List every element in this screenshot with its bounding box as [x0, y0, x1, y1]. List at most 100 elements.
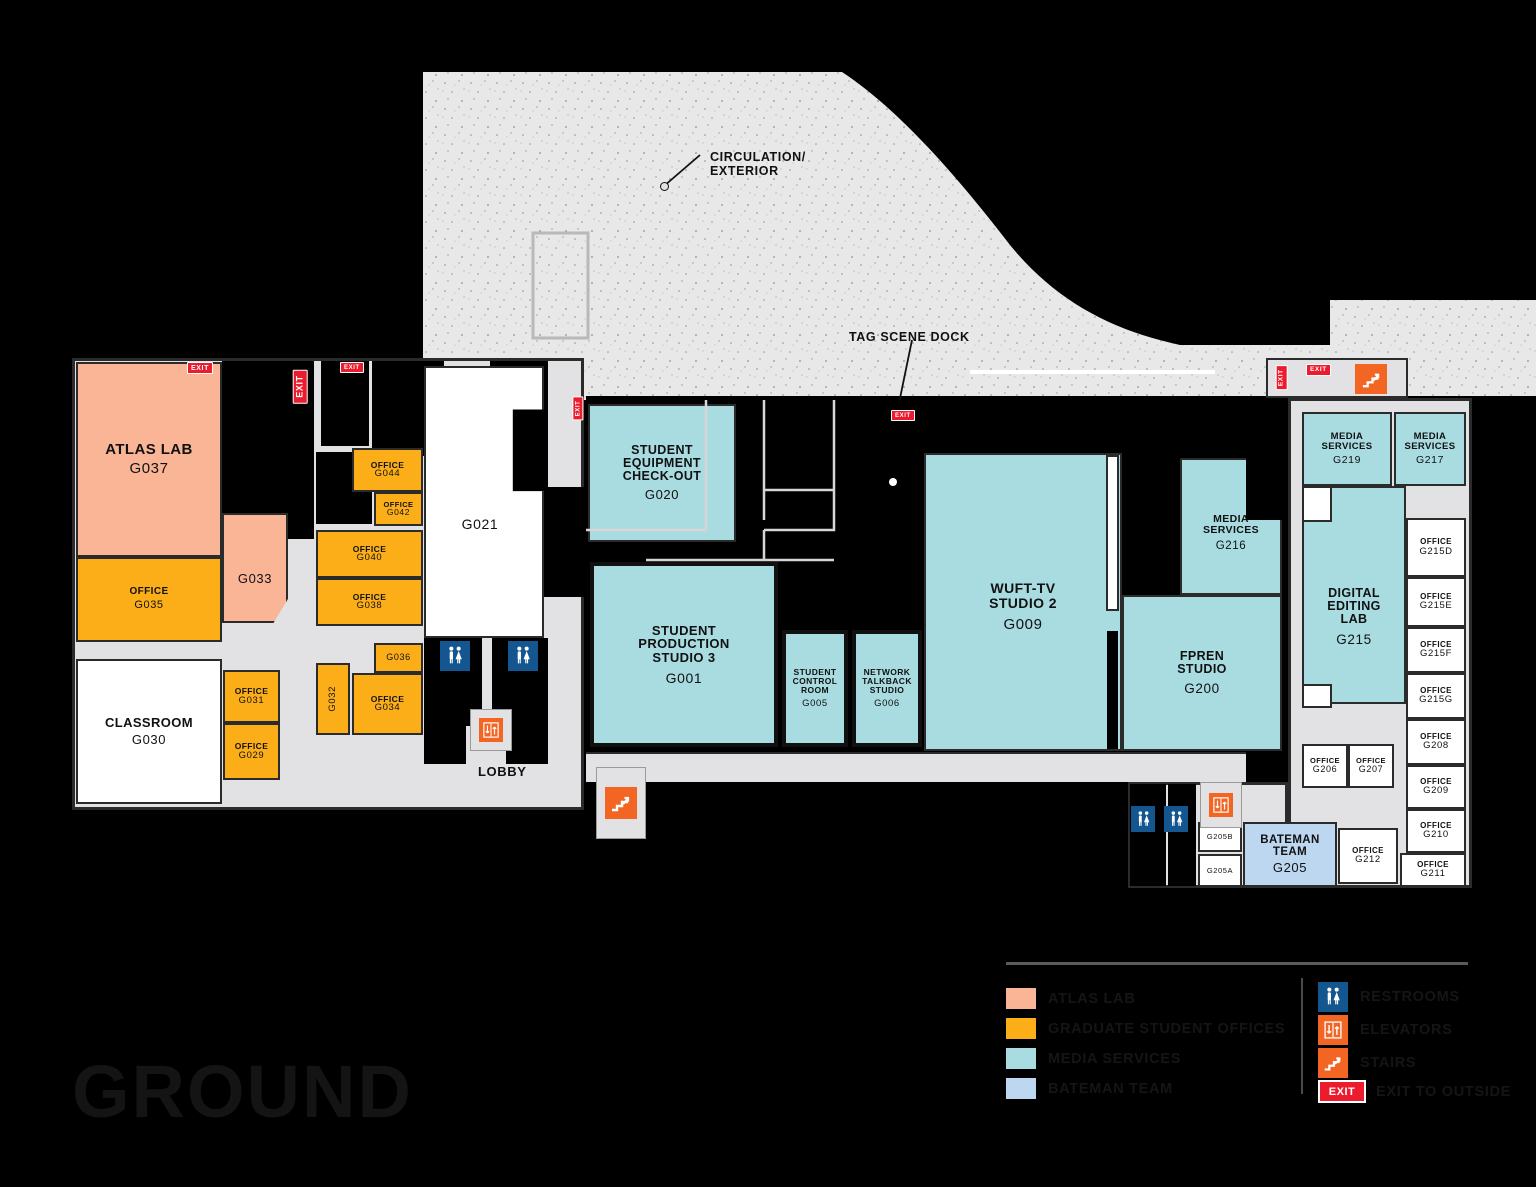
legend-label: RESTROOMS — [1360, 989, 1460, 1005]
room-g212[interactable]: OFFICE G212 — [1338, 828, 1398, 884]
room-g021[interactable]: G021 — [424, 366, 544, 638]
room-name: OFFICE — [383, 499, 414, 509]
room-g034[interactable]: OFFICE G034 — [352, 673, 423, 735]
room-number: G037 — [129, 460, 169, 477]
room-number: G044 — [374, 468, 401, 480]
room-g038[interactable]: OFFICE G038 — [316, 578, 423, 626]
room-number: G215 — [1336, 631, 1372, 647]
room-g030[interactable]: CLASSROOM G030 — [76, 659, 222, 804]
main-bottom-corridor — [586, 752, 1246, 782]
room-name: OFFICE — [352, 591, 387, 602]
room-g005[interactable]: STUDENT CONTROL ROOM G005 — [782, 630, 848, 747]
elevator-icon — [1318, 1015, 1348, 1045]
room-name: OFFICE — [370, 693, 405, 704]
room-g200[interactable]: FPREN STUDIO G200 — [1122, 595, 1282, 751]
core-black-g216-notch — [1246, 458, 1282, 520]
room-g033[interactable]: G033 — [222, 513, 288, 623]
stairs-marker-lobby[interactable] — [596, 767, 646, 839]
room-g036[interactable]: G036 — [374, 643, 423, 673]
room-g208[interactable]: OFFICE G208 — [1406, 719, 1466, 765]
room-g006[interactable]: NETWORK TALKBACK STUDIO G006 — [852, 630, 922, 747]
stairs-marker-right[interactable] — [1355, 364, 1387, 394]
restroom-glyph — [449, 646, 462, 664]
room-number: G205A — [1206, 865, 1234, 875]
room-name: OFFICE — [1420, 639, 1452, 649]
room-g205a[interactable]: G205A — [1198, 854, 1242, 887]
restroom-glyph — [1327, 987, 1340, 1005]
restroom-glyph — [1171, 810, 1182, 826]
exit-sign-right-vertical: EXIT — [1275, 365, 1288, 391]
room-name: MEDIA SERVICES — [1202, 513, 1260, 537]
room-g031[interactable]: OFFICE G031 — [223, 670, 280, 723]
legend-divider — [1301, 978, 1303, 1094]
legend-swatch-row: BATEMAN TEAM — [1006, 1078, 1173, 1099]
room-number: G216 — [1215, 540, 1247, 553]
room-name: OFFICE — [352, 543, 387, 554]
room-number: G206 — [1312, 764, 1338, 775]
restroom-icon-lower-left[interactable] — [1131, 806, 1155, 832]
room-atlas-lab[interactable]: ATLAS LAB G037 — [76, 362, 222, 557]
room-number: G205 — [1272, 860, 1308, 876]
room-g215f[interactable]: OFFICE G215F — [1406, 627, 1466, 673]
room-g040[interactable]: OFFICE G040 — [316, 530, 423, 578]
service-core-left-b — [321, 361, 369, 446]
exit-sign-left-vertical: EXIT — [292, 369, 308, 404]
room-g217[interactable]: MEDIA SERVICES G217 — [1394, 412, 1466, 486]
room-name: OFFICE — [1310, 756, 1340, 766]
room-number: G009 — [1003, 615, 1043, 633]
restroom-icon-right[interactable] — [508, 641, 538, 671]
label-circulation-exterior: CIRCULATION/ EXTERIOR — [710, 150, 806, 179]
room-name: CLASSROOM — [104, 715, 194, 731]
room-g032[interactable]: G032 — [316, 663, 350, 735]
room-g035[interactable]: OFFICE G035 — [76, 557, 222, 642]
room-g211[interactable]: OFFICE G211 — [1400, 853, 1466, 887]
legend-swatch-atlas — [1006, 988, 1036, 1009]
elevator-marker-right[interactable] — [1200, 782, 1242, 828]
room-name: MEDIA SERVICES — [1404, 431, 1456, 452]
legend-label: ELEVATORS — [1360, 1022, 1453, 1038]
exit-sign-left-corr: EXIT — [340, 362, 364, 373]
room-g215[interactable]: DIGITAL EDITING LAB G215 — [1302, 486, 1406, 704]
room-g215d[interactable]: OFFICE G215D — [1406, 518, 1466, 577]
exit-sign-right: EXIT — [1306, 364, 1331, 376]
room-g215g[interactable]: OFFICE G215G — [1406, 673, 1466, 719]
restroom-glyph — [1138, 810, 1149, 826]
restroom-icon-lower-right[interactable] — [1164, 806, 1188, 832]
legend-swatch-bateman — [1006, 1078, 1036, 1099]
elevator-marker-lobby[interactable] — [470, 709, 512, 751]
room-number: G031 — [238, 694, 265, 706]
room-name: MEDIA SERVICES — [1321, 431, 1373, 452]
room-number: G035 — [134, 598, 164, 611]
room-name: STUDENT PRODUCTION STUDIO 3 — [638, 622, 730, 665]
legend-icon-row: RESTROOMS — [1318, 982, 1460, 1012]
room-g207[interactable]: OFFICE G207 — [1348, 744, 1394, 788]
room-g020[interactable]: STUDENT EQUIPMENT CHECK-OUT G020 — [588, 404, 736, 542]
room-g219[interactable]: MEDIA SERVICES G219 — [1302, 412, 1392, 486]
studio-partition-wall — [1106, 455, 1119, 611]
legend-icon-row: ELEVATORS — [1318, 1015, 1453, 1045]
room-number: G032 — [327, 686, 339, 712]
room-g205-bateman[interactable]: BATEMAN TEAM G205 — [1243, 822, 1337, 887]
room-number: G020 — [644, 487, 680, 503]
room-g216[interactable]: MEDIA SERVICES G216 — [1180, 458, 1282, 595]
room-g210[interactable]: OFFICE G210 — [1406, 809, 1466, 853]
room-name: STUDENT CONTROL ROOM — [792, 667, 838, 695]
legend-swatch-row: MEDIA SERVICES — [1006, 1048, 1181, 1069]
room-g029[interactable]: OFFICE G029 — [223, 723, 280, 780]
room-number: G207 — [1358, 764, 1384, 775]
room-number: G212 — [1355, 854, 1381, 866]
room-name: OFFICE — [1420, 591, 1452, 601]
room-g206[interactable]: OFFICE G206 — [1302, 744, 1348, 788]
room-number: G001 — [665, 669, 703, 686]
room-g009[interactable]: WUFT-TV STUDIO 2 G009 — [924, 453, 1122, 751]
room-g001[interactable]: STUDENT PRODUCTION STUDIO 3 G001 — [590, 562, 778, 747]
room-number: G215D — [1419, 545, 1453, 557]
room-g044[interactable]: OFFICE G044 — [352, 448, 423, 492]
legend-label: ATLAS LAB — [1048, 990, 1136, 1007]
room-g042[interactable]: OFFICE G042 — [374, 492, 423, 526]
legend-label: BATEMAN TEAM — [1048, 1080, 1173, 1097]
room-g209[interactable]: OFFICE G209 — [1406, 765, 1466, 809]
restroom-icon-left[interactable] — [440, 641, 470, 671]
room-g215e[interactable]: OFFICE G215E — [1406, 577, 1466, 627]
legend-label: STAIRS — [1360, 1055, 1417, 1071]
